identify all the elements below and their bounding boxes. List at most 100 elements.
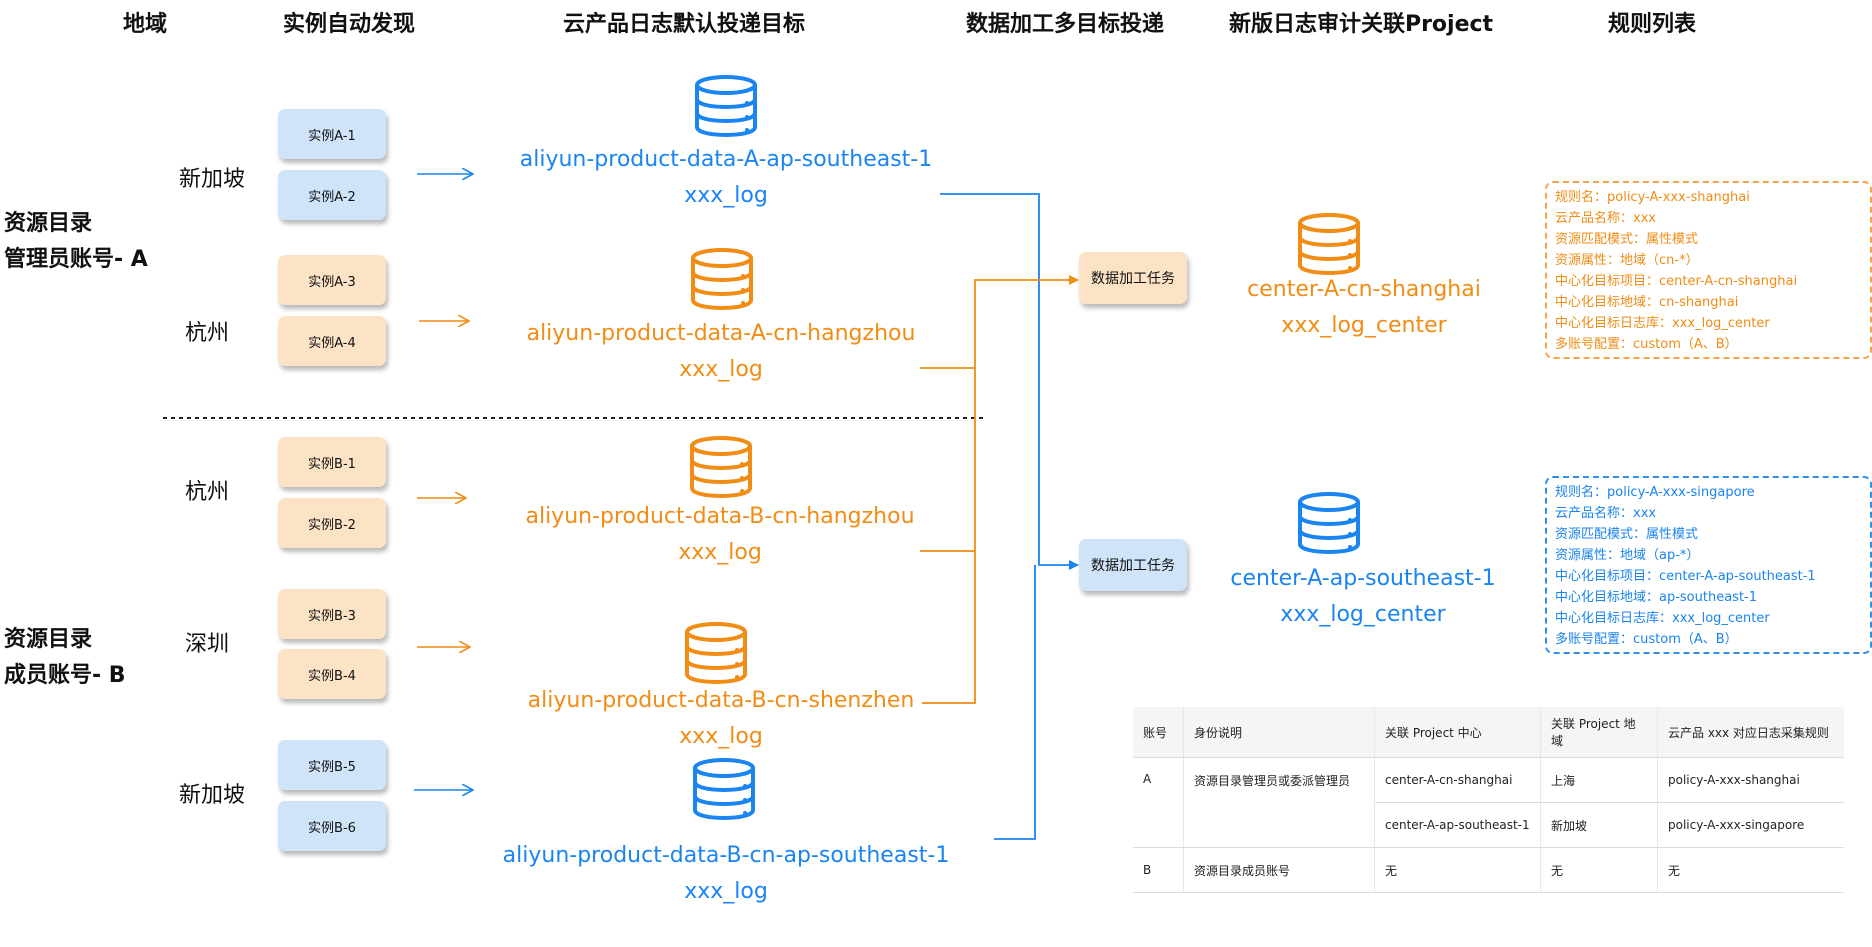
data-processing-task-2[interactable]: 数据加工任务 — [1079, 539, 1187, 591]
database-icon — [1298, 213, 1360, 275]
target-a-hangzhou[interactable]: aliyun-product-data-A-cn-hangzhou xxx_lo… — [527, 316, 916, 388]
table-cell: 无 — [1657, 847, 1844, 893]
instance-b1[interactable]: 实例B-1 — [278, 437, 386, 487]
rule-line: 多账号配置：custom（A、B） — [1555, 632, 1738, 647]
target-b-shenzhen[interactable]: aliyun-product-data-B-cn-shenzhen xxx_lo… — [528, 683, 915, 755]
rule-line: 多账号配置：custom（A、B） — [1555, 337, 1738, 352]
center-name: center-A-ap-southeast-1 — [1230, 566, 1496, 591]
target-name: aliyun-product-data-B-cn-shenzhen — [527, 688, 915, 713]
rule-line: 云产品名称：xxx — [1555, 506, 1657, 521]
target-name: aliyun-product-data-B-cn-ap-southeast-1 — [502, 843, 950, 868]
instance-a1[interactable]: 实例A-1 — [278, 109, 386, 159]
target-logstore: xxx_log — [679, 724, 763, 749]
database-icon — [685, 622, 747, 684]
table-cell: 资源目录管理员或委派管理员 — [1183, 757, 1375, 848]
center-logstore: xxx_log_center — [1280, 602, 1446, 627]
header-new-project: 新版日志审计关联Project — [1228, 12, 1494, 37]
rule-line: 中心化目标项目：center-A-cn-shanghai — [1555, 274, 1798, 289]
target-b-hangzhou[interactable]: aliyun-product-data-B-cn-hangzhou xxx_lo… — [525, 499, 914, 571]
rule-line: 规则名：policy-A-xxx-singapore — [1555, 485, 1755, 500]
instance-b5[interactable]: 实例B-5 — [278, 740, 386, 790]
instance-b2[interactable]: 实例B-2 — [278, 498, 386, 548]
center-ap-southeast-1[interactable]: center-A-ap-southeast-1 xxx_log_center — [1230, 561, 1495, 633]
target-name: aliyun-product-data-B-cn-hangzhou — [525, 504, 915, 529]
route-blue-top — [940, 193, 1079, 570]
account-a-label: 资源目录 管理员账号- A — [4, 206, 148, 278]
rule-line: 中心化目标日志库：xxx_log_center — [1555, 611, 1770, 626]
target-logstore: xxx_log — [679, 357, 763, 382]
rule-line: 资源属性：地域（cn-*） — [1555, 253, 1699, 268]
table-cell: 无 — [1374, 847, 1541, 893]
region-singapore-b: 新加坡 — [178, 783, 246, 808]
table-cell: center-A-ap-southeast-1 — [1374, 802, 1541, 848]
table-cell: center-A-cn-shanghai — [1374, 757, 1541, 803]
target-logstore: xxx_log — [678, 540, 762, 565]
route-orange-trunk — [922, 275, 1079, 704]
instance-b6[interactable]: 实例B-6 — [278, 801, 386, 851]
center-logstore: xxx_log_center — [1281, 313, 1447, 338]
instance-b3[interactable]: 实例B-3 — [278, 589, 386, 639]
rule-line: 资源匹配模式：属性模式 — [1555, 527, 1699, 542]
account-b-line2: 成员账号- B — [4, 663, 126, 688]
target-name: aliyun-product-data-A-cn-hangzhou — [526, 321, 916, 346]
rule-line: 中心化目标日志库：xxx_log_center — [1555, 316, 1770, 331]
account-b-label: 资源目录 成员账号- B — [4, 622, 126, 694]
table-header: 关联 Project 中心 — [1374, 707, 1541, 758]
table-cell: A — [1133, 757, 1184, 848]
region-shenzhen-b: 深圳 — [184, 632, 230, 657]
rule-card-shanghai[interactable]: 规则名：policy-A-xxx-shanghai 云产品名称：xxx 资源匹配… — [1545, 181, 1872, 359]
table-header: 云产品 xxx 对应日志采集规则 — [1657, 707, 1844, 758]
project-mapping-table: 账号 身份说明 关联 Project 中心 关联 Project 地域 云产品 … — [1133, 707, 1844, 893]
target-logstore: xxx_log — [684, 183, 768, 208]
table-cell: policy-A-xxx-singapore — [1657, 802, 1844, 848]
database-icon — [695, 75, 757, 137]
rule-line: 云产品名称：xxx — [1555, 211, 1657, 226]
table-row: A 资源目录管理员或委派管理员 center-A-cn-shanghai 上海 … — [1133, 757, 1844, 848]
rule-line: 中心化目标地域：cn-shanghai — [1555, 295, 1739, 310]
header-default-target: 云产品日志默认投递目标 — [562, 12, 806, 37]
center-name: center-A-cn-shanghai — [1247, 277, 1481, 302]
target-name: aliyun-product-data-A-ap-southeast-1 — [519, 147, 933, 172]
header-multi-delivery: 数据加工多目标投递 — [965, 12, 1165, 37]
table-cell: 无 — [1540, 847, 1658, 893]
table-cell: policy-A-xxx-shanghai — [1657, 757, 1844, 803]
instance-a4[interactable]: 实例A-4 — [278, 316, 386, 366]
header-rule-list: 规则列表 — [1607, 12, 1697, 37]
region-hangzhou-b: 杭州 — [184, 480, 230, 505]
table-header: 账号 — [1133, 707, 1184, 758]
instance-b4[interactable]: 实例B-4 — [278, 649, 386, 699]
database-icon — [690, 436, 752, 498]
header-discovery: 实例自动发现 — [282, 12, 416, 37]
account-a-line1: 资源目录 — [4, 211, 93, 236]
header-region: 地域 — [122, 12, 168, 37]
rule-line: 规则名：policy-A-xxx-shanghai — [1555, 190, 1750, 205]
target-b-singapore[interactable]: aliyun-product-data-B-cn-ap-southeast-1 … — [503, 838, 950, 910]
target-a-singapore[interactable]: aliyun-product-data-A-ap-southeast-1 xxx… — [520, 142, 932, 214]
instance-a2[interactable]: 实例A-2 — [278, 170, 386, 220]
table-row: center-A-ap-southeast-1 新加坡 policy-A-xxx… — [1133, 802, 1844, 848]
instance-a3[interactable]: 实例A-3 — [278, 255, 386, 305]
table-header: 关联 Project 地域 — [1540, 707, 1658, 758]
region-singapore-a: 新加坡 — [178, 167, 246, 192]
account-a-line2: 管理员账号- A — [4, 247, 148, 272]
rule-line: 资源属性：地域（ap-*） — [1555, 548, 1700, 563]
rule-card-singapore[interactable]: 规则名：policy-A-xxx-singapore 云产品名称：xxx 资源匹… — [1545, 476, 1872, 654]
rule-line: 资源匹配模式：属性模式 — [1555, 232, 1699, 247]
table-cell: 新加坡 — [1540, 802, 1658, 848]
data-processing-task-1[interactable]: 数据加工任务 — [1079, 252, 1187, 304]
account-b-line1: 资源目录 — [4, 627, 93, 652]
center-cn-shanghai[interactable]: center-A-cn-shanghai xxx_log_center — [1247, 272, 1481, 344]
table-header-row: 账号 身份说明 关联 Project 中心 关联 Project 地域 云产品 … — [1133, 707, 1844, 758]
rule-line: 中心化目标项目：center-A-ap-southeast-1 — [1555, 569, 1816, 584]
route-blue-bottom — [994, 565, 1036, 840]
table-row: B 资源目录成员账号 无 无 无 — [1133, 847, 1844, 893]
database-icon — [1298, 492, 1360, 554]
table-cell: 资源目录成员账号 — [1183, 847, 1375, 893]
database-icon — [691, 248, 753, 310]
table-cell: 上海 — [1540, 757, 1658, 803]
table-header: 身份说明 — [1183, 707, 1375, 758]
table-cell: B — [1133, 847, 1184, 893]
database-icon — [693, 758, 755, 820]
region-hangzhou-a: 杭州 — [184, 321, 230, 346]
